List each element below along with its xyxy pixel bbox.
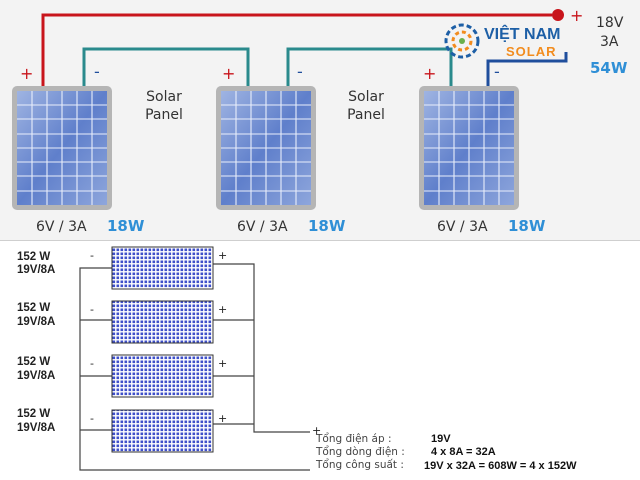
panel3-minus-sign: - [494, 62, 500, 81]
output-plus-terminal: + [312, 424, 321, 437]
module4-minus: - [90, 412, 94, 425]
panel2-rating: 6V / 3A [237, 219, 288, 235]
module3-plus: + [218, 357, 227, 370]
bottom-module-1 [111, 246, 214, 290]
bottom-module-2 [111, 300, 214, 344]
module4-plus: + [218, 412, 227, 425]
series-link-2 [286, 47, 453, 86]
output-current: 3A [600, 34, 619, 50]
summary-voltage-value: 19V [431, 433, 451, 445]
module2-plus: + [218, 303, 227, 316]
negative-wire [486, 52, 568, 86]
summary-current-label: Tổng dòng điện : [315, 445, 405, 458]
positive-wire [41, 13, 552, 86]
panel2-minus-sign: - [297, 62, 303, 81]
solar-label-1-line2: Panel [145, 107, 183, 123]
panel3-rating: 6V / 3A [437, 219, 488, 235]
module3-rating: 19V/8A [17, 370, 55, 382]
summary-current-value: 4 x 8A = 32A [431, 446, 496, 458]
summary-power-label: Tổng công suất : [315, 458, 404, 471]
module2-minus: - [90, 303, 94, 316]
module4-watt: 152 W [17, 408, 50, 420]
module1-minus: - [90, 249, 94, 262]
solar-label-2-line2: Panel [347, 107, 385, 123]
panel1-minus-sign: - [94, 62, 100, 81]
top-panel-3 [419, 86, 519, 210]
logo-text-vietnam: VIỆT NAM [484, 24, 560, 43]
series-link-1 [82, 47, 250, 86]
module2-rating: 19V/8A [17, 316, 55, 328]
output-voltage: 18V [596, 15, 624, 31]
panel1-plus-sign: + [20, 64, 33, 83]
panel3-plus-sign: + [423, 64, 436, 83]
parallel-positive-bus [213, 263, 310, 433]
panel2-watt: 18W [308, 217, 346, 235]
module4-rating: 19V/8A [17, 422, 55, 434]
total-watt: 54W [590, 59, 628, 77]
top-panel-1 [12, 86, 112, 210]
logo-text-solar: SOLAR [506, 44, 557, 59]
module3-minus: - [90, 357, 94, 370]
parallel-negative-bus [79, 267, 310, 471]
panel1-watt: 18W [107, 217, 145, 235]
solar-label-1-line1: Solar [146, 89, 182, 105]
module1-watt: 152 W [17, 251, 50, 263]
module1-plus: + [218, 249, 227, 262]
bottom-module-3 [111, 354, 214, 398]
panel1-rating: 6V / 3A [36, 219, 87, 235]
module2-watt: 152 W [17, 302, 50, 314]
module1-rating: 19V/8A [17, 264, 55, 276]
solar-label-2-line1: Solar [348, 89, 384, 105]
bottom-module-4 [111, 409, 214, 453]
summary-voltage-label: Tổng điện áp : [315, 432, 392, 445]
vietnam-solar-logo [444, 23, 480, 59]
module3-watt: 152 W [17, 356, 50, 368]
panel2-plus-sign: + [222, 64, 235, 83]
top-panel-2 [216, 86, 316, 210]
panel3-watt: 18W [508, 217, 546, 235]
summary-power-value: 19V x 32A = 608W = 4 x 152W [424, 460, 577, 472]
output-plus-sign: + [570, 6, 583, 25]
positive-terminal-dot [552, 9, 564, 21]
